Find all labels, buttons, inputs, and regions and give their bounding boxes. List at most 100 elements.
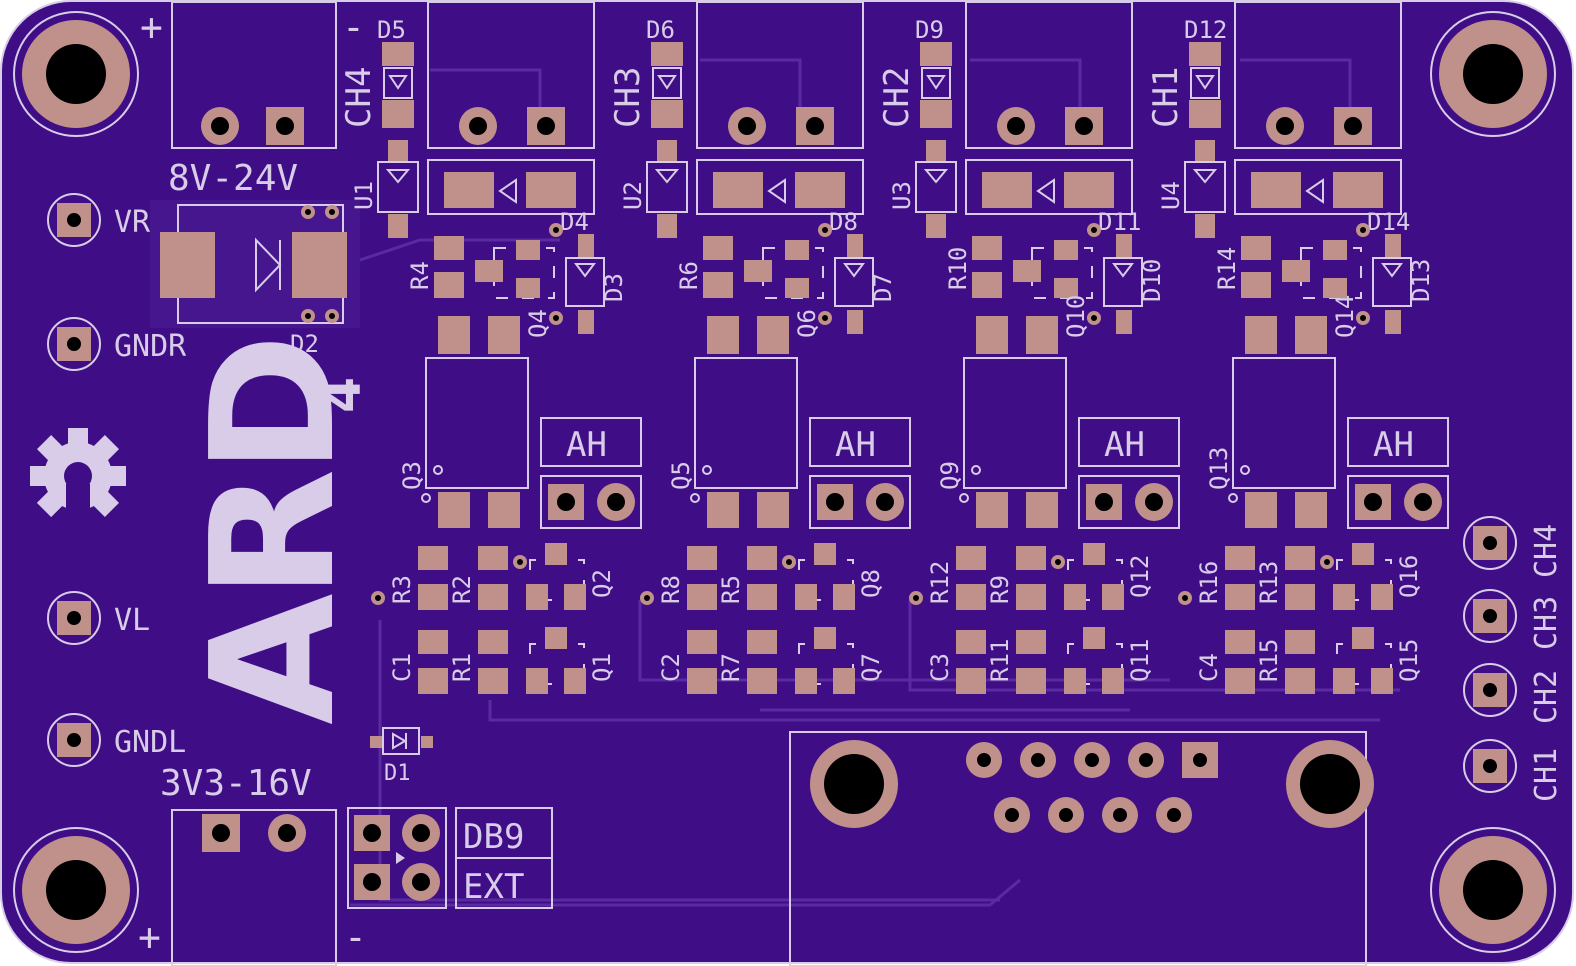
smd-pad [651, 100, 683, 128]
smd-pad [516, 278, 540, 298]
smd-pad [1371, 668, 1393, 694]
power-terminal-top: + - 8V-24V [140, 1, 365, 199]
smd-pad [1385, 234, 1401, 258]
resistor-label: R5 [717, 575, 745, 604]
q-big-label: Q5 [667, 461, 695, 490]
smd-pad [956, 546, 986, 570]
smd-pad [1285, 546, 1315, 570]
db9-pin-hole [1085, 753, 1099, 767]
d1-label: D1 [384, 761, 411, 786]
smd-pad [1333, 584, 1355, 610]
test-point-hole [67, 733, 81, 747]
d-side-label: D10 [1138, 259, 1166, 302]
test-point-hole [67, 611, 81, 625]
resistor-label: R10 [944, 247, 972, 290]
terminal-hole [469, 117, 487, 135]
u-outline [377, 161, 419, 213]
smd-pad [747, 546, 777, 570]
transistor-label: Q10 [1062, 295, 1090, 338]
mounting-holes [13, 11, 1556, 953]
ah-hole [557, 493, 575, 511]
capacitor-label: C4 [1195, 653, 1223, 682]
smd-pad [418, 584, 448, 610]
resistor-label: R2 [448, 575, 476, 604]
output-pin-hole [1483, 759, 1497, 773]
output-pin-ring [1463, 663, 1517, 717]
ah-label-box [540, 417, 642, 467]
resistor-label: R8 [657, 575, 685, 604]
db9-pin-hole [1139, 753, 1153, 767]
diode-symbol [767, 178, 786, 204]
d-side-label: D7 [869, 273, 897, 302]
mounting-hole [46, 44, 106, 104]
ah-label: AH [1104, 425, 1145, 465]
minus-top-label: - [342, 5, 365, 49]
u-outline [1184, 161, 1226, 213]
smd-pad [1323, 240, 1347, 260]
capacitor-label: C3 [926, 653, 954, 682]
smd-pad [744, 260, 772, 282]
smd-pad [578, 234, 594, 258]
smd-pad [814, 543, 836, 565]
q-big-outline [425, 357, 529, 489]
smd-pad [418, 546, 448, 570]
d-side-symbol [1381, 263, 1403, 278]
db9-pin-hole [1167, 808, 1181, 822]
led-outline [1190, 67, 1220, 99]
smd-pad [545, 627, 567, 649]
ah-hole [1364, 493, 1382, 511]
smd-pad [703, 236, 733, 260]
terminal-block [427, 1, 595, 149]
smd-pad [526, 172, 576, 208]
output-pin-hole [1483, 536, 1497, 550]
capacitor-label: C2 [657, 653, 685, 682]
transistor-label: Q7 [857, 653, 885, 682]
d-side-symbol [574, 263, 596, 278]
resistor-label: R16 [1195, 561, 1223, 604]
smd-pad [1083, 627, 1105, 649]
via-hole [517, 559, 523, 565]
smd-pad [747, 584, 777, 610]
via-hole [822, 227, 828, 233]
smd-pad [814, 627, 836, 649]
smd-pad [687, 668, 717, 694]
output-pin-label: CH3 [1529, 596, 1564, 650]
d-side-outline [834, 257, 874, 307]
diode-symbol [1305, 178, 1324, 204]
smd-pad [1016, 630, 1046, 654]
smd-pad [687, 630, 717, 654]
diode-outline [965, 159, 1133, 215]
resistor-label: R6 [675, 261, 703, 290]
ah-jumper-box [1347, 475, 1449, 529]
smd-pad [1285, 630, 1315, 654]
copper-traces [350, 58, 1400, 907]
via-hole [822, 315, 828, 321]
ah-label-box [1078, 417, 1180, 467]
smd-pad [388, 140, 408, 162]
ah-label-box [1347, 417, 1449, 467]
smd-pad [785, 240, 809, 260]
led-symbol [1195, 75, 1215, 90]
smd-pad [795, 584, 817, 610]
d-side-outline [565, 257, 605, 307]
output-pin-hole [1483, 683, 1497, 697]
via-hole [1091, 315, 1097, 321]
smd-pad [1352, 543, 1374, 565]
terminal-block [1234, 1, 1402, 149]
via-hole [1055, 559, 1061, 565]
smd-pad [1116, 310, 1132, 334]
u-label: U1 [350, 181, 378, 210]
smd-pad [1225, 584, 1255, 610]
ah-label-box [809, 417, 911, 467]
smd-pad [418, 668, 448, 694]
u-outline [915, 161, 957, 213]
smd-pad [956, 584, 986, 610]
u-label: U3 [888, 181, 916, 210]
smd-pad [516, 240, 540, 260]
diode-d2: D2 [150, 200, 360, 358]
test-point-hole [67, 213, 81, 227]
smd-pad [564, 584, 586, 610]
smd-pad [1285, 668, 1315, 694]
